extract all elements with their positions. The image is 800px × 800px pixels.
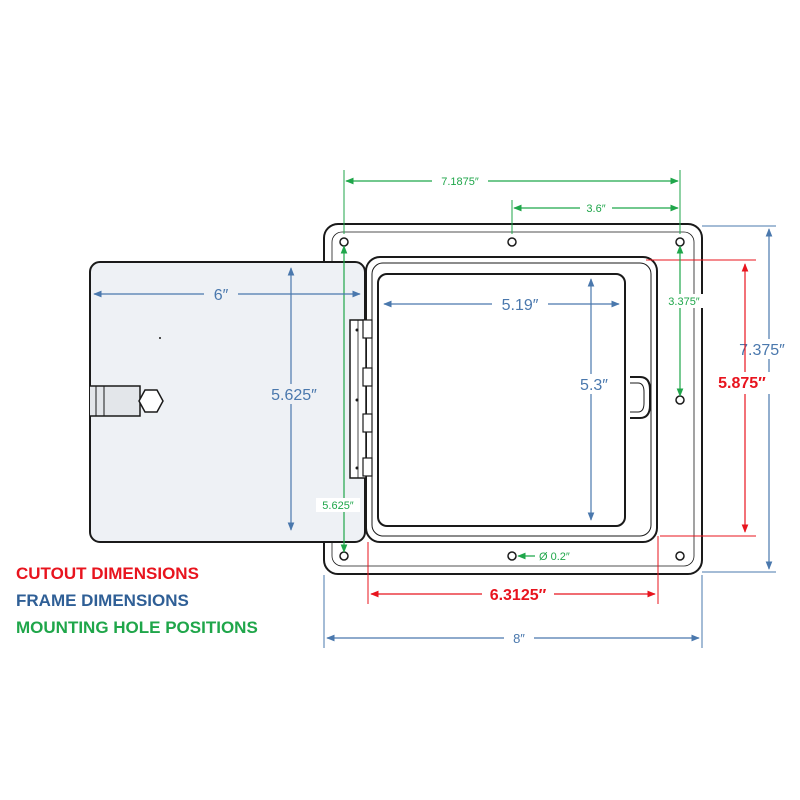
hinge-knuckle [362, 367, 373, 387]
mounting-holes [339, 237, 685, 561]
label-top-span: 7.1875″ [441, 176, 479, 188]
label-overall-width: 8″ [513, 631, 525, 646]
latch-keeper-inner [630, 382, 645, 413]
legend-cutout-dimensions: CUTOUT DIMENSIONS [16, 564, 199, 583]
label-door-height: 5.625″ [271, 387, 317, 404]
mounting-hole [339, 237, 349, 247]
mounting-hole [339, 551, 349, 561]
label-cutout-height: 5.875″ [718, 375, 766, 392]
label-opening-height: 5.3″ [580, 377, 608, 394]
label-overall-height: 7.375″ [739, 342, 785, 359]
mounting-hole [675, 551, 685, 561]
door-opening [377, 273, 626, 527]
door-rivet [159, 337, 161, 339]
label-opening-width: 5.19″ [502, 297, 539, 314]
hinge-knuckle [362, 457, 373, 477]
label-right-vertical: 3.375″ [668, 296, 700, 308]
hinge-screw [355, 328, 359, 332]
label-left-vertical: 5.625″ [322, 500, 354, 512]
label-cutout-width: 6.3125″ [490, 587, 547, 604]
extension-lines [323, 170, 776, 648]
hinge-screw [355, 466, 359, 470]
hinge-screw [355, 398, 359, 402]
door-latch [90, 385, 164, 417]
latch-hex-bolt [138, 389, 164, 413]
hinge [349, 319, 373, 479]
label-top-partial: 3.6″ [586, 203, 605, 215]
legend-frame-dimensions: FRAME DIMENSIONS [16, 591, 189, 610]
hinge-knuckle [362, 413, 373, 433]
label-door-width: 6″ [214, 287, 229, 304]
mounting-hole [675, 395, 685, 405]
legend-mounting-hole-positions: MOUNTING HOLE POSITIONS [16, 618, 258, 637]
mounting-hole [675, 237, 685, 247]
mounting-hole [507, 551, 517, 561]
latch-keeper [630, 376, 651, 419]
mounting-hole [507, 237, 517, 247]
hinge-knuckle [362, 319, 373, 339]
label-hole-diameter: Ø 0.2″ [539, 551, 570, 563]
